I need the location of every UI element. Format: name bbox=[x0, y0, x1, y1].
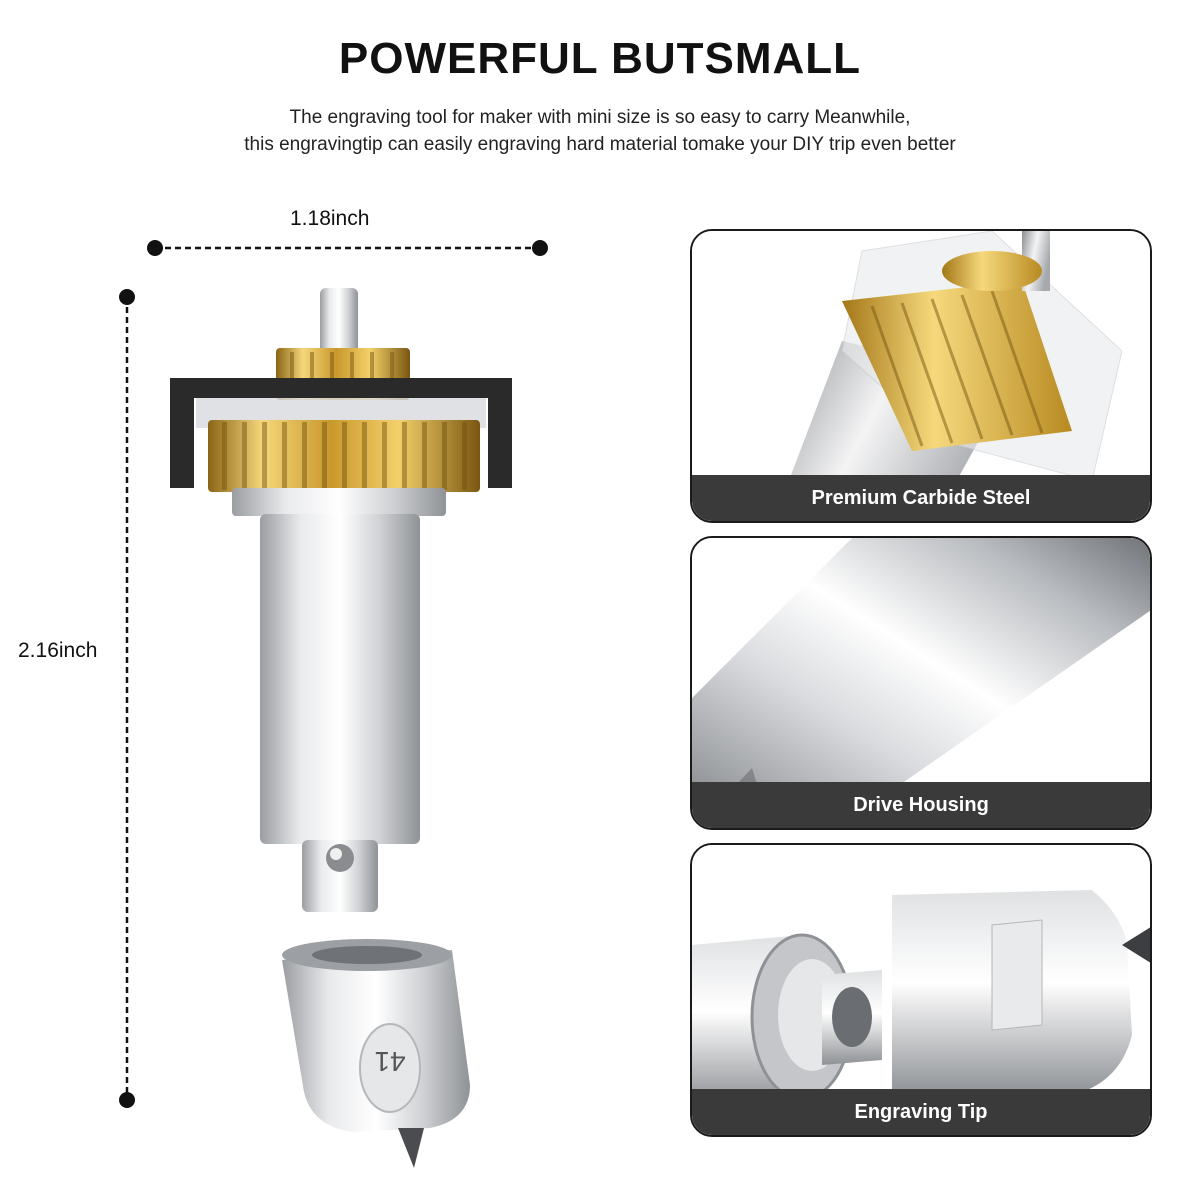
panel-engraving-tip: Engraving Tip bbox=[690, 843, 1152, 1137]
housing-closeup-image bbox=[692, 538, 1150, 828]
tip-number-label: 41 bbox=[374, 1046, 405, 1077]
engraving-tip bbox=[282, 939, 470, 1168]
panel-label-2: Drive Housing bbox=[692, 782, 1150, 828]
panel-drive-housing: Drive Housing bbox=[690, 536, 1152, 830]
top-shaft bbox=[320, 288, 358, 358]
headline: POWERFUL BUTSMALL bbox=[338, 34, 862, 83]
subtitle-line-2: this engravingtip can easily engraving h… bbox=[244, 134, 956, 155]
panel-label-3: Engraving Tip bbox=[692, 1089, 1150, 1135]
collar bbox=[232, 488, 446, 516]
height-dimension-line bbox=[119, 289, 135, 1108]
subtitle-line-1: The engraving tool for maker with mini s… bbox=[289, 107, 911, 128]
lower-shaft bbox=[302, 840, 378, 912]
tip-closeup-image bbox=[692, 845, 1150, 1135]
large-gear bbox=[208, 420, 480, 492]
housing-bracket bbox=[170, 378, 512, 488]
width-dimension-line bbox=[147, 240, 548, 256]
product-diagram: 41 bbox=[119, 240, 548, 1168]
panel-label-1: Premium Carbide Steel bbox=[692, 475, 1150, 521]
width-label: 1.18inch bbox=[290, 207, 370, 230]
drive-housing-body bbox=[260, 514, 420, 844]
height-label: 2.16inch bbox=[18, 639, 98, 662]
panel-premium-carbide-steel: Premium Carbide Steel bbox=[690, 229, 1152, 523]
